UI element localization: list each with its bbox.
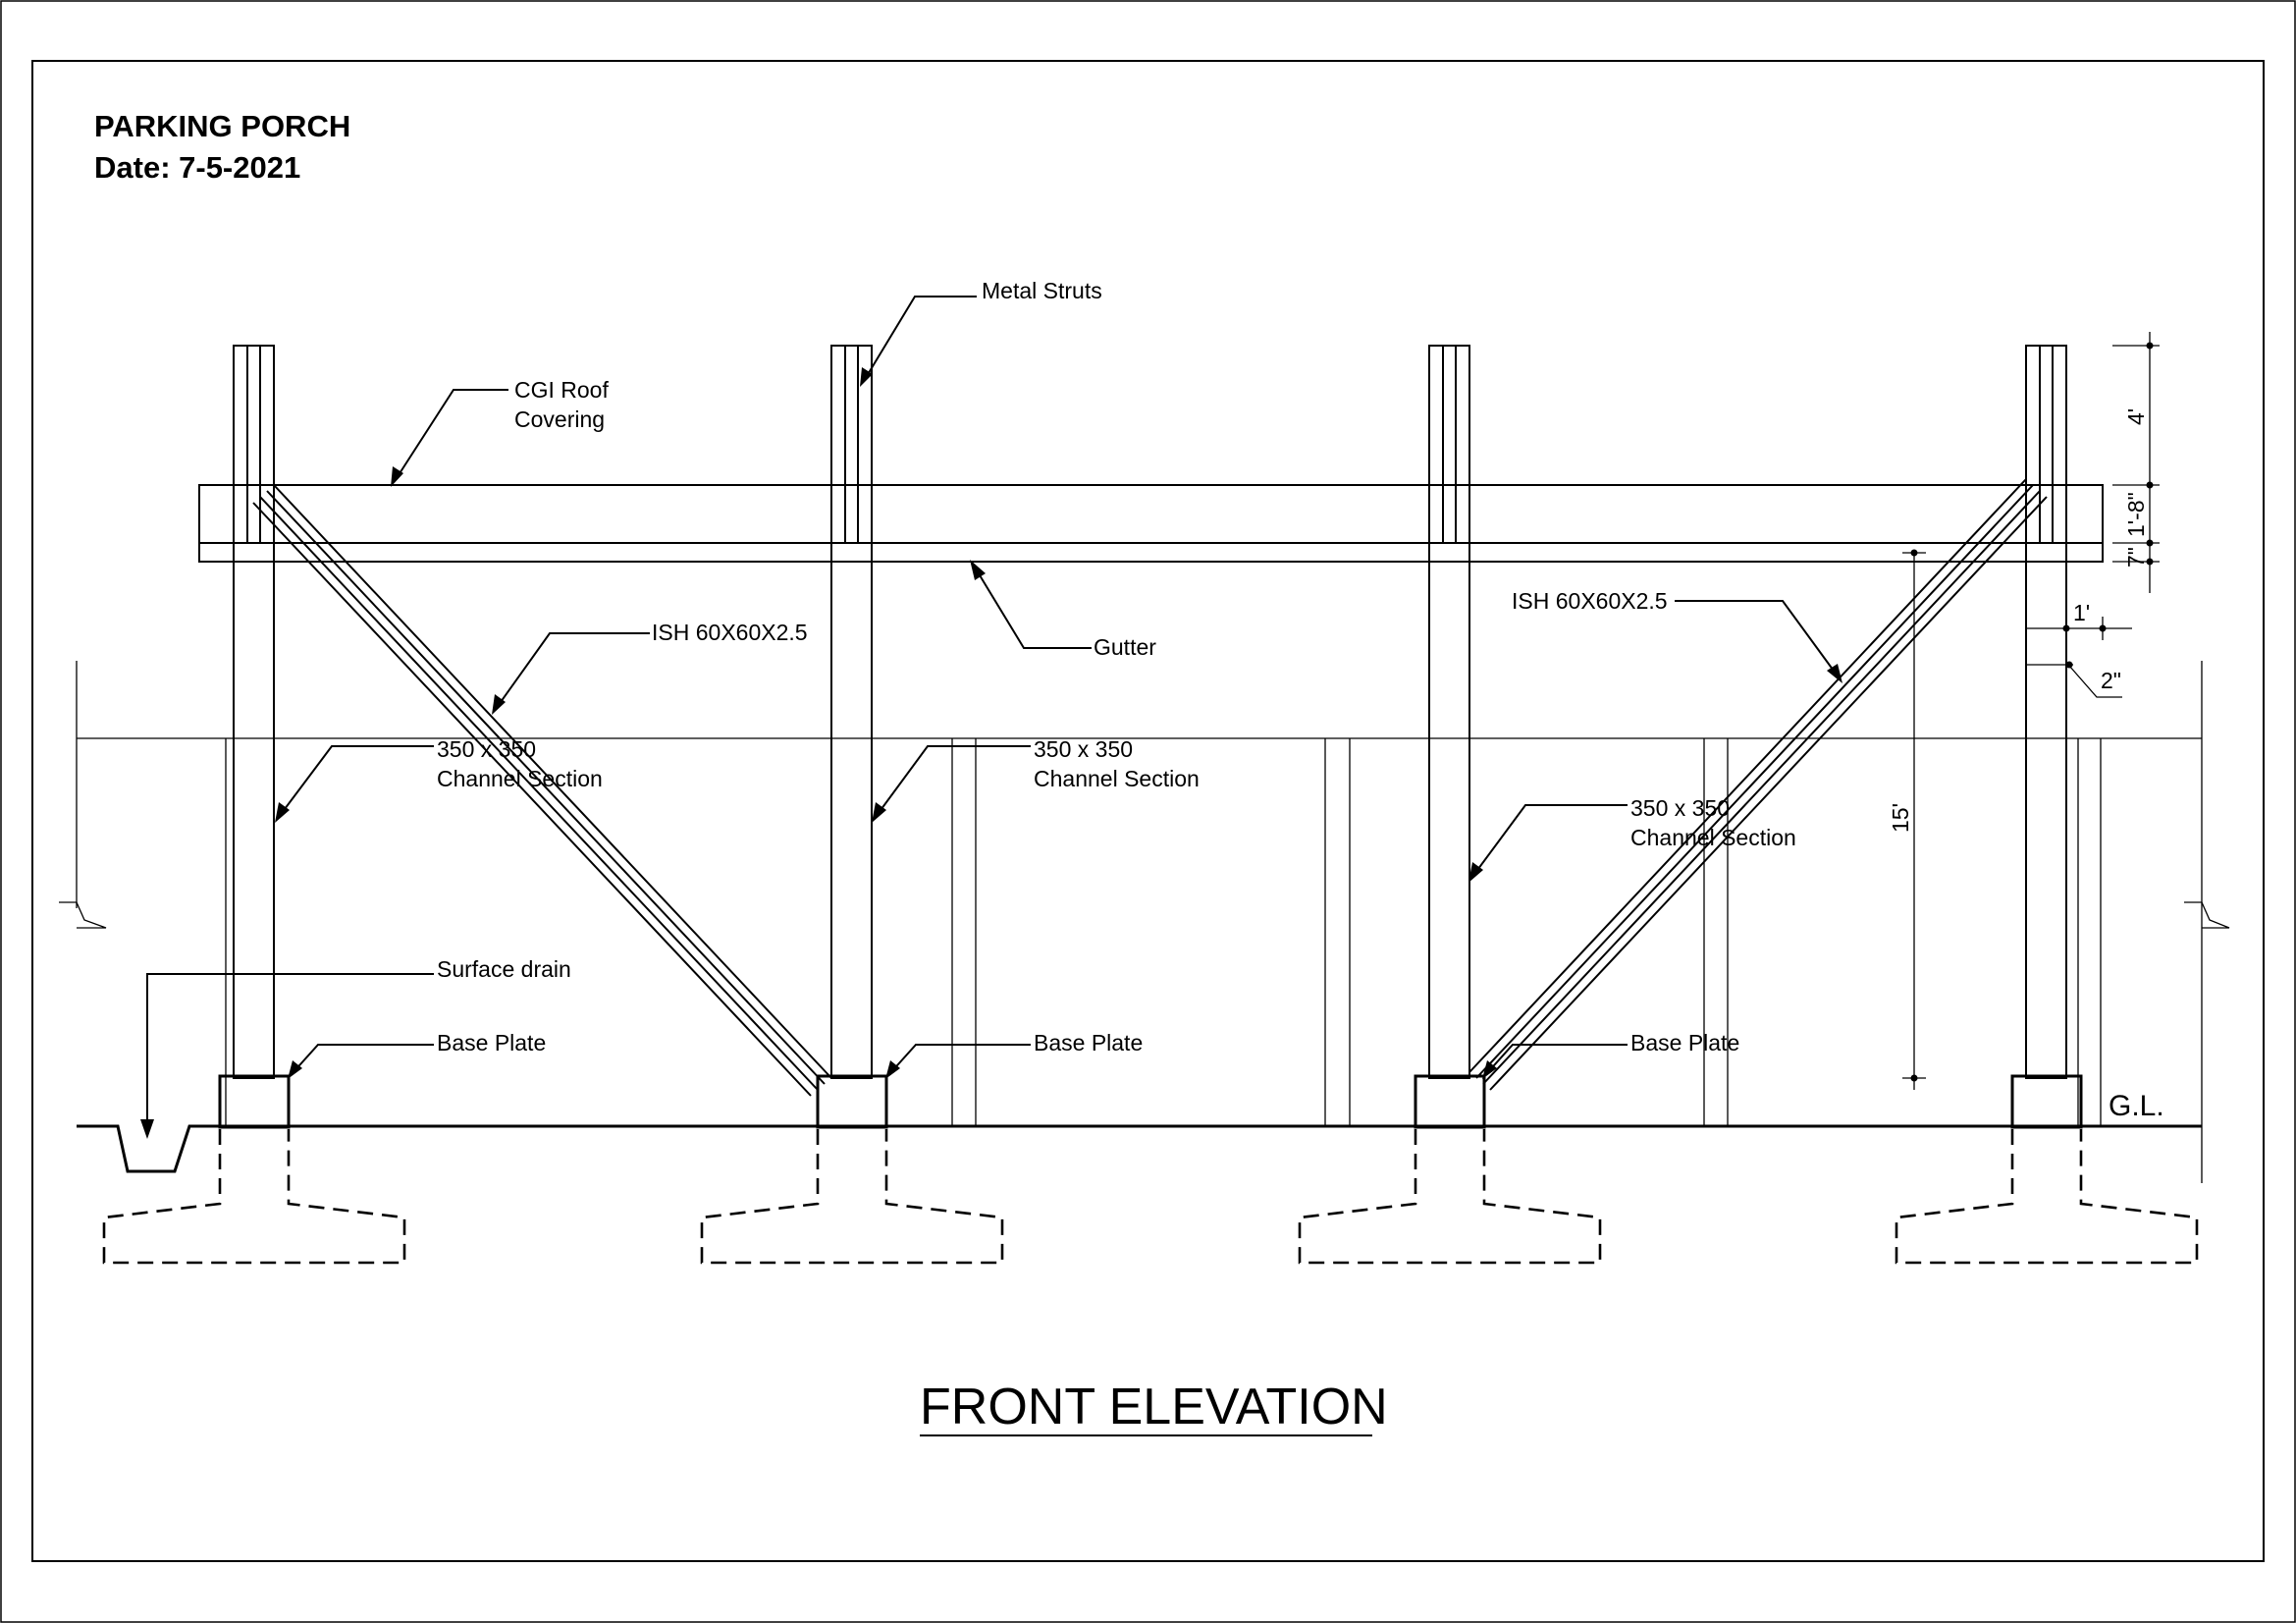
diagonal-brace-left	[252, 484, 832, 1097]
column-2	[830, 345, 873, 1079]
label-metal-struts: Metal Struts	[982, 278, 1102, 303]
leader-channel-3	[1468, 804, 1628, 883]
footing-1	[102, 1129, 406, 1265]
leader-surface-drain	[140, 973, 434, 1139]
footing-3	[1298, 1129, 1602, 1265]
dimension-chain-right	[2112, 332, 2160, 593]
footing-4	[1895, 1129, 2199, 1265]
ground-line	[77, 1124, 2202, 1173]
drawing-date: Date: 7-5-2021	[94, 150, 300, 185]
dim-2in: 2"	[2101, 668, 2121, 693]
dimension-1ft	[2026, 617, 2132, 640]
label-base-plate-1: Base Plate	[437, 1030, 546, 1055]
footing-2	[700, 1129, 1004, 1265]
label-channel-3-b: Channel Section	[1630, 825, 1796, 850]
drawing-title: PARKING PORCH	[94, 109, 350, 143]
leader-base-plate-2	[885, 1044, 1031, 1079]
dimension-2in	[2026, 656, 2122, 698]
leader-ish-left	[492, 632, 650, 715]
leader-base-plate-1	[288, 1044, 434, 1079]
leader-channel-1	[275, 745, 434, 823]
label-cgi-roof-2: Covering	[514, 406, 605, 432]
leader-channel-2	[872, 745, 1031, 823]
label-channel-2-a: 350 x 350	[1034, 736, 1133, 762]
boundary-wall	[59, 661, 2230, 1183]
leader-base-plate-3	[1482, 1044, 1628, 1079]
label-channel-1-a: 350 x 350	[437, 736, 536, 762]
dimension-15ft	[1902, 549, 1926, 1090]
label-surface-drain: Surface drain	[437, 956, 571, 982]
label-gutter: Gutter	[1094, 634, 1156, 660]
label-ish-right: ISH 60X60X2.5	[1512, 588, 1668, 614]
dim-15ft: 15'	[1888, 803, 1913, 833]
leader-ish-right	[1675, 600, 1842, 683]
column-1	[233, 345, 275, 1079]
leader-cgi-roof	[391, 389, 508, 487]
dim-4ft: 4'	[2123, 408, 2149, 425]
drawing-caption: FRONT ELEVATION	[920, 1379, 1388, 1435]
sheet-inner-border	[31, 60, 2265, 1562]
dim-1ft: 1'	[2073, 600, 2090, 625]
label-cgi-roof-1: CGI Roof	[514, 377, 609, 403]
label-channel-2-b: Channel Section	[1034, 766, 1200, 791]
column-3	[1428, 345, 1470, 1079]
dim-7in: 7"	[2123, 547, 2149, 568]
label-channel-1-b: Channel Section	[437, 766, 603, 791]
label-ish-left: ISH 60X60X2.5	[652, 620, 808, 645]
label-ground-level: G.L.	[2109, 1090, 2164, 1122]
diagonal-brace-right	[1468, 478, 2048, 1091]
base-plates	[218, 1074, 2083, 1129]
leader-gutter	[970, 560, 1092, 649]
roof-band-edges	[198, 484, 2104, 563]
dim-1ft8in: 1'-8"	[2123, 492, 2149, 537]
leader-metal-struts	[860, 296, 977, 387]
cgi-roof-covering	[198, 484, 2104, 563]
column-4	[2025, 345, 2067, 1079]
label-channel-3-a: 350 x 350	[1630, 795, 1730, 821]
label-base-plate-3: Base Plate	[1630, 1030, 1739, 1055]
label-base-plate-2: Base Plate	[1034, 1030, 1143, 1055]
